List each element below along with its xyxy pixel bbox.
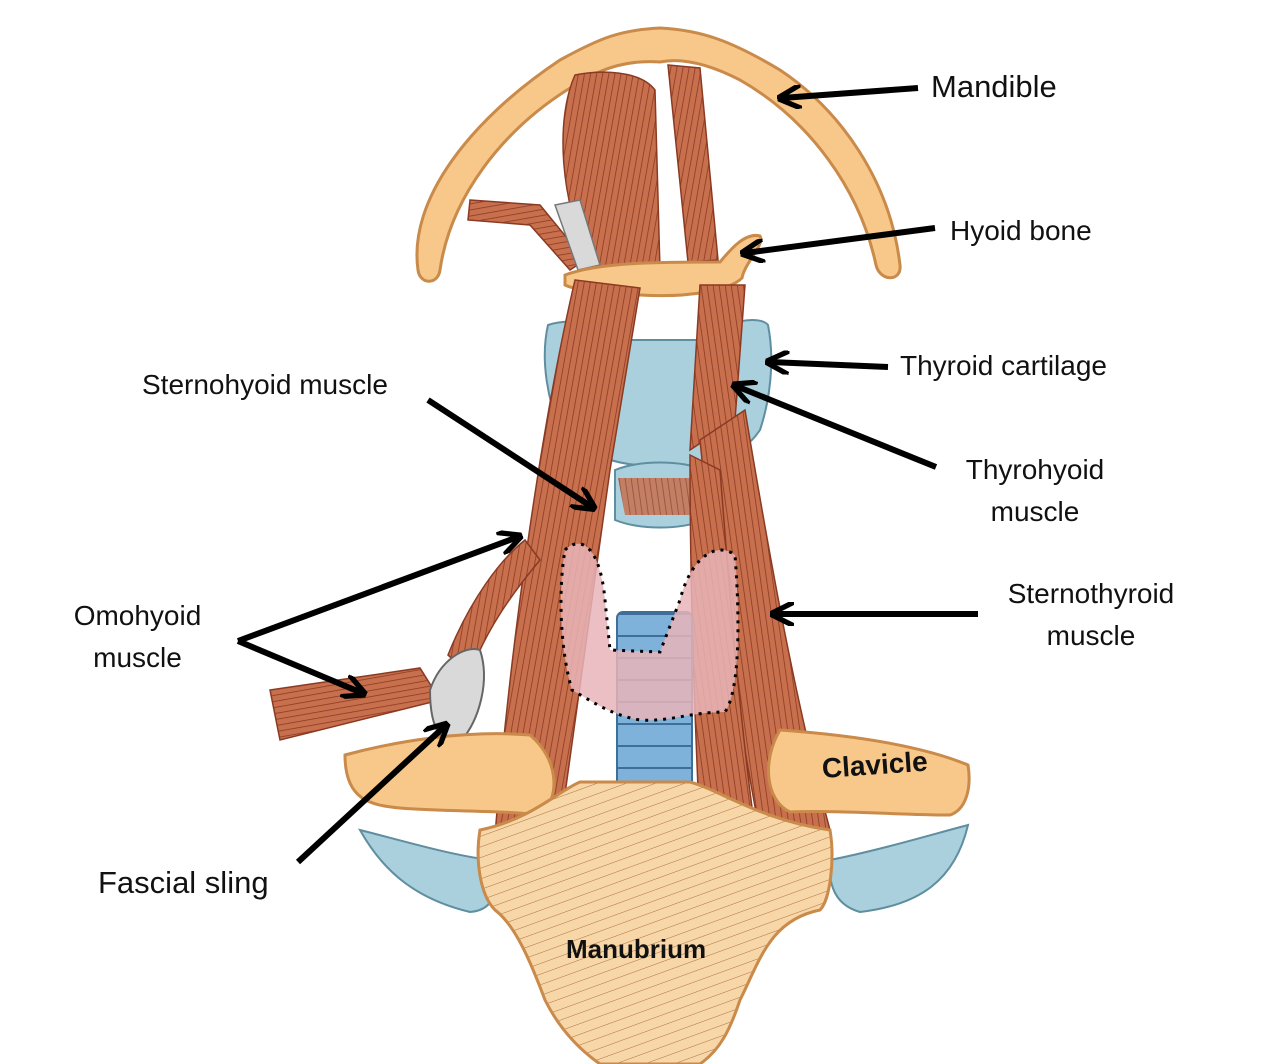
thyroid-gland — [559, 542, 740, 722]
arrow-fascial-sling — [295, 726, 445, 865]
label-thyrohyoid-muscle: Thyrohyoid muscle — [965, 454, 1105, 527]
label-omohyoid-muscle: Omohyoid muscle — [73, 600, 202, 673]
label-mandible: Mandible — [931, 69, 1057, 104]
arrow-thyrohyoid — [736, 386, 938, 470]
arrow-thyroid-cartilage — [770, 362, 889, 367]
manubrium-bone — [476, 780, 834, 1064]
label-sternothyroid-muscle: Sternothyroid muscle — [1007, 578, 1175, 651]
label-sternohyoid-muscle: Sternohyoid muscle — [142, 369, 388, 400]
label-hyoid-bone: Hyoid bone — [950, 215, 1092, 246]
arrow-omohyoid-upper — [236, 537, 518, 644]
pleura-right — [828, 823, 970, 914]
stylohyoid-tendon — [467, 199, 587, 271]
pleura-left — [358, 828, 496, 914]
label-manubrium: Manubrium — [566, 934, 707, 964]
clavicle-right — [767, 728, 971, 817]
suprahyoid-muscle-right — [667, 64, 719, 263]
omohyoid-muscle-inferior-belly — [269, 667, 442, 741]
arrow-sternohyoid — [426, 397, 592, 507]
cricothyroid-muscle — [618, 478, 700, 515]
label-clavicle: Clavicle — [820, 745, 929, 784]
label-thyroid-cartilage: Thyroid cartilage — [900, 350, 1107, 381]
hyoid-fascia — [554, 199, 601, 271]
arrow-hyoid-bone — [745, 225, 936, 253]
arrow-omohyoid-lower — [236, 638, 362, 693]
clavicle-left — [343, 732, 556, 817]
arrow-mandible — [782, 88, 919, 98]
omohyoid-muscle-superior-belly — [447, 538, 541, 677]
label-fascial-sling: Fascial sling — [98, 865, 269, 900]
